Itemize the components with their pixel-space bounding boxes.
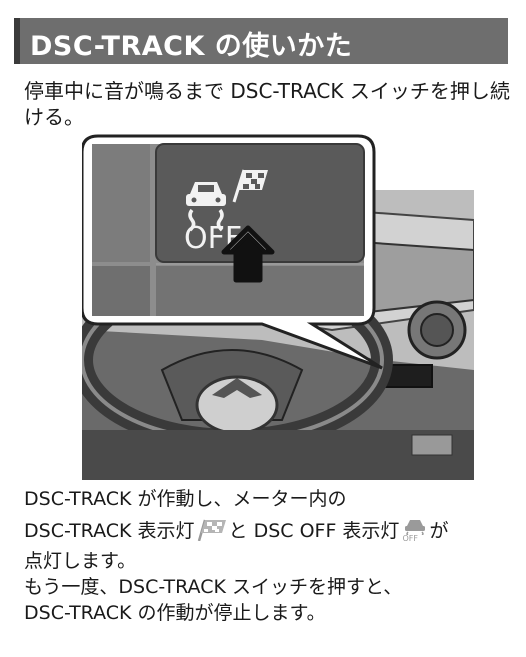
- skid-car-icon: [186, 182, 226, 232]
- checkered-flag-icon: [232, 169, 268, 203]
- dsc-track-indicator-icon: [197, 519, 227, 548]
- description-line-3: 点灯します。: [24, 550, 137, 572]
- dashboard-illustration: OFF: [82, 130, 474, 480]
- description-line-1: DSC-TRACK が作動し、メーター内の: [24, 488, 347, 510]
- section-title: DSC-TRACK の使いかた: [30, 31, 353, 62]
- description-text: DSC-TRACK が作動し、メーター内の DSC-TRACK 表示灯と DSC…: [24, 486, 514, 626]
- section-header: DSC-TRACK の使いかた: [14, 18, 508, 64]
- switch-panel: [92, 143, 365, 316]
- up-arrow-icon: [221, 225, 275, 283]
- instruction-text: 停車中に音が鳴るまで DSC-TRACK スイッチを押し続ける。: [24, 79, 510, 129]
- description-line-4: もう一度、DSC-TRACK スイッチを押すと、: [24, 576, 403, 598]
- dsc-off-indicator-icon: OFF: [401, 519, 427, 543]
- description-line-5: DSC-TRACK の作動が停止します。: [24, 602, 326, 624]
